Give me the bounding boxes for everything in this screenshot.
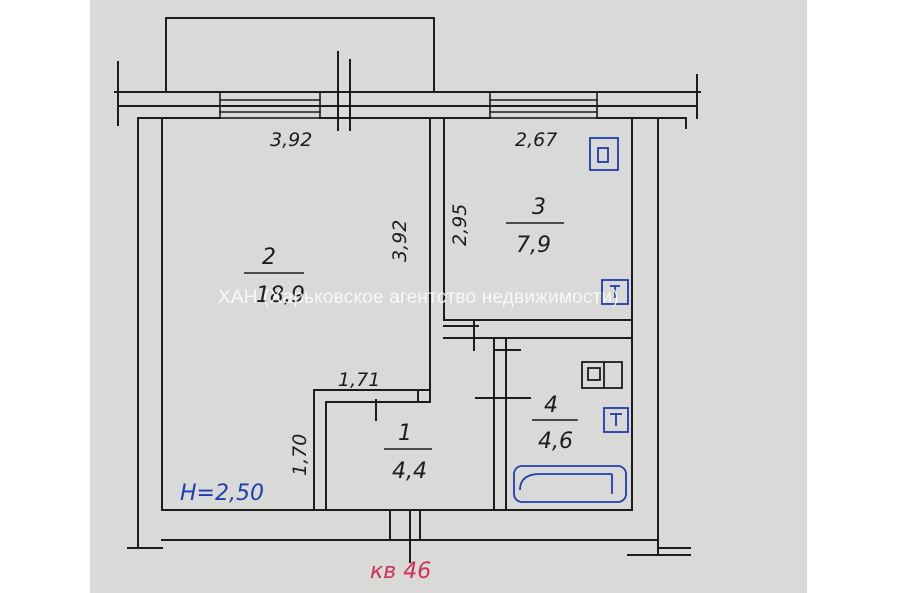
partition-hall bbox=[313, 389, 431, 511]
dim-hall-width: 1,71 bbox=[338, 369, 380, 391]
room-area: 7,9 bbox=[516, 233, 551, 258]
room-area: 18,9 bbox=[256, 283, 305, 308]
window-room2 bbox=[219, 91, 321, 119]
paper-background bbox=[90, 0, 807, 593]
room-area: 4,6 bbox=[538, 429, 573, 454]
room-number: 3 bbox=[532, 195, 546, 220]
room-number: 1 bbox=[398, 421, 412, 446]
stove-icon bbox=[589, 137, 619, 171]
room-1-label: 1 4,4 bbox=[384, 421, 432, 484]
room-number: 2 bbox=[262, 245, 276, 270]
ceiling-height: H=2,50 bbox=[180, 481, 264, 506]
dim-room3-depth: 2,95 bbox=[449, 204, 471, 246]
top-wall bbox=[114, 61, 701, 126]
watermark: ХАН (Харьковское агентство недвижимости) bbox=[218, 287, 619, 308]
dim-room2-depth: 3,92 bbox=[389, 220, 411, 262]
kitchen-sink-icon bbox=[601, 279, 629, 305]
window-room3 bbox=[489, 91, 598, 119]
room-4-label: 4 4,6 bbox=[532, 393, 578, 454]
bathroom-walls bbox=[475, 337, 531, 511]
bathtub-icon bbox=[513, 465, 627, 503]
room-area: 4,4 bbox=[392, 459, 427, 484]
left-wall bbox=[127, 117, 163, 549]
apartment-number: кв 46 bbox=[370, 559, 431, 584]
right-wall bbox=[627, 117, 691, 556]
dim-room2-width: 3,92 bbox=[270, 129, 312, 151]
toilet-icon bbox=[581, 361, 623, 389]
bathroom-sink-icon bbox=[603, 407, 629, 433]
partition-room2-room3 bbox=[417, 117, 445, 391]
room-number: 4 bbox=[544, 393, 558, 418]
balcony bbox=[165, 17, 435, 131]
room-3-label: 3 7,9 bbox=[506, 195, 564, 258]
dim-room3-width: 2,67 bbox=[515, 129, 557, 151]
bottom-wall bbox=[161, 509, 659, 563]
room-2-label: 2 18,9 bbox=[244, 245, 305, 308]
partition-room3-bath bbox=[443, 319, 633, 351]
dim-hall-depth: 1,70 bbox=[289, 434, 311, 476]
